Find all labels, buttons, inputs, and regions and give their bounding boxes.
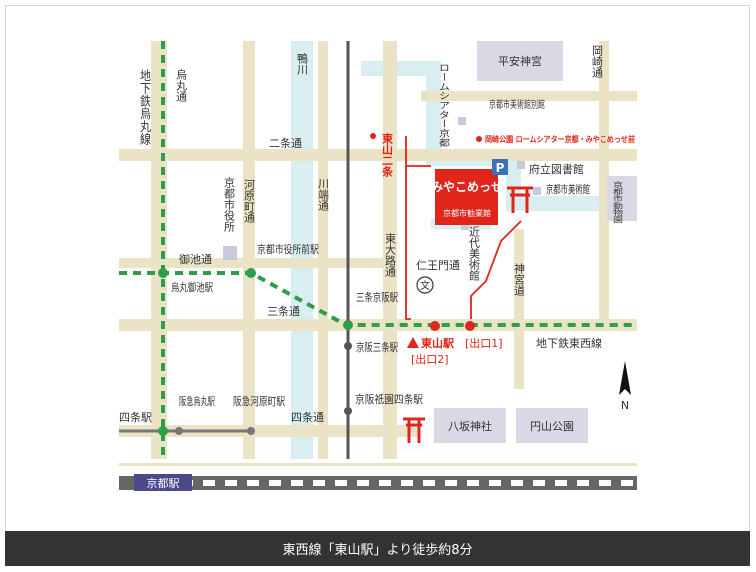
karasuma-dori-label: 烏丸通 (175, 68, 188, 102)
subway-tozai-line (119, 271, 637, 327)
map-frame: みやこめっせ 京都市勧業館 P 文 京都駅 平安神宮 岡崎通 ロームシアター京都… (5, 5, 750, 566)
yasaka-jinja-label: 八坂神社 (448, 419, 492, 433)
kawaramachi-road (243, 41, 255, 459)
subway-karasuma-label: 地下鉄烏丸線 (139, 69, 152, 145)
shijo-dori-label: 四条通 (291, 410, 324, 424)
shijo-station-label: 四条駅 (119, 410, 152, 424)
karasuma-oike-node (158, 268, 168, 278)
zoo-box (607, 176, 637, 221)
exit2-dot (430, 321, 440, 331)
yasaka-box (434, 408, 506, 443)
kyoto-zoo-label: 京都市動物園 (611, 180, 623, 223)
city-hall-node (246, 268, 256, 278)
north-label: N (621, 399, 629, 412)
kamo-river (291, 41, 313, 459)
keihan-sanjo-station-label: 京阪三条駅 (356, 340, 398, 354)
kyoto-station-label: 京都駅 (147, 476, 180, 490)
parking-symbol: P (496, 161, 505, 175)
yasaka-torii-icon (403, 417, 425, 443)
hankyu-karasuma-node (175, 427, 183, 435)
city-hall-box (223, 246, 237, 260)
heian-jingu-box (477, 41, 563, 81)
higashiyama-station-label: 東山駅 (421, 336, 454, 350)
higashioji-dori-label: 東大路通 (384, 233, 397, 277)
kawabata-road (318, 41, 328, 459)
oike-dori-label: 御池通 (179, 252, 212, 266)
school-icon (416, 276, 434, 294)
rohm-theatre-label: ロームシアター京都 (438, 63, 451, 147)
higashiyama-marker (407, 337, 419, 348)
keihan-sanjo-node (344, 342, 352, 350)
hankyu-karasuma-station-label: 阪急烏丸駅 (179, 394, 215, 408)
kyoto-station-box (134, 474, 192, 491)
modern-museum-marker (461, 222, 469, 230)
jingu-michi-road (514, 229, 524, 389)
walking-route-2 (470, 220, 522, 319)
access-caption: 東西線「東山駅」より徒歩約8分 (5, 531, 750, 566)
hankyu-kawaramachi-node (247, 427, 255, 435)
miyako-messe-title: みやこめっせ (431, 180, 503, 194)
okazaki-road (599, 41, 609, 331)
okazaki-park-bus-label: 岡崎公園 ロームシアター京都・みやこめっせ前 (485, 134, 635, 144)
bus-stop-nijo (370, 133, 376, 139)
north-road (421, 91, 637, 101)
hankyu-kawaramachi-station-label: 阪急河原町駅 (233, 394, 285, 408)
bus-stop-okazaki (476, 136, 482, 142)
kamogawa-label: 鴨川 (296, 52, 309, 75)
library-marker (517, 161, 525, 169)
access-map: みやこめっせ 京都市勧業館 P 文 京都駅 平安神宮 岡崎通 ロームシアター京都… (119, 41, 637, 491)
miyako-messe-box (435, 169, 498, 225)
sanjo-keihan-node (343, 320, 353, 330)
north-arrow-icon (619, 361, 631, 395)
annex-marker (458, 117, 466, 125)
city-hall-station-label: 京都市役所前駅 (257, 242, 319, 256)
walking-route (405, 136, 411, 320)
kawabata-dori-label: 川端通 (317, 178, 330, 211)
kawaramachi-dori-label: 河原町通 (243, 179, 256, 223)
museum-marker (533, 187, 541, 195)
nijo-road (119, 149, 637, 161)
rail-top (119, 463, 637, 466)
oike-road (119, 258, 397, 268)
higashiyama-nijo-label: 東山二条 (381, 132, 395, 178)
exit2-label: [出口2] (411, 352, 449, 366)
miyako-messe-sub: 京都市勧業館 (443, 208, 491, 218)
shijo-node (158, 426, 168, 436)
maruyama-box (516, 408, 588, 443)
sanjo-dori-label: 三条通 (267, 304, 300, 318)
keihan-gion-shijo-station-label: 京阪祇園四条駅 (355, 392, 423, 406)
shijo-road (119, 425, 419, 437)
school-symbol: 文 (420, 279, 430, 292)
subway-tozai-label: 地下鉄東西線 (536, 336, 602, 350)
higashioji-road (383, 41, 397, 459)
kyoto-art-museum-label: 京都市美術館 (546, 182, 590, 196)
maruyama-koen-label: 円山公園 (530, 420, 574, 433)
nioumon-dori-label: 仁王門通 (416, 259, 460, 272)
heian-jingu-label: 平安神宮 (498, 54, 542, 68)
torii-icon (507, 186, 533, 213)
sanjo-keihan-station-label: 三条京阪駅 (356, 290, 398, 304)
annex-label: 京都市美術館別館 (489, 98, 545, 111)
jr-line-band (119, 476, 637, 490)
jingu-michi-label: 神宮道 (513, 262, 526, 296)
parking-icon (492, 159, 508, 175)
nijo-dori-label: 二条通 (269, 136, 302, 150)
city-hall-label: 京都市役所 (223, 176, 236, 233)
modern-art-museum-label: 近代美術館 (468, 226, 481, 282)
library-label: 府立図書館 (529, 162, 584, 176)
karasuma-oike-station-label: 烏丸御池駅 (171, 280, 213, 294)
gion-shijo-node (344, 407, 352, 415)
okazaki-dori-label: 岡崎通 (591, 45, 604, 78)
exit1-label: [出口1] (465, 336, 503, 350)
exit1-dot (465, 321, 475, 331)
